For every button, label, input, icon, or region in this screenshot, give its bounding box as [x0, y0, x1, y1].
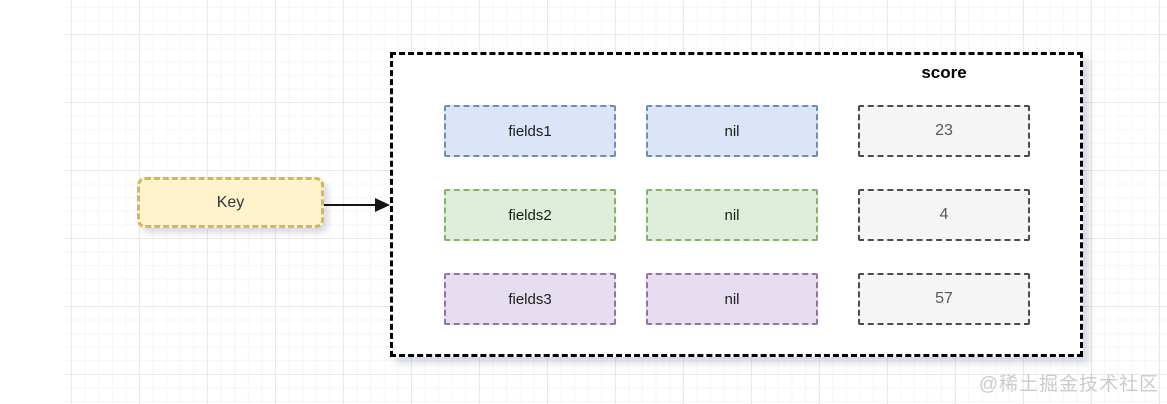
- field-label: fields1: [508, 122, 552, 140]
- value-node: nil: [646, 105, 818, 157]
- score-value: 23: [935, 122, 953, 139]
- sorted-set-container: score fields1 nil 23 fields2 nil 4 field…: [390, 52, 1083, 357]
- value-node: nil: [646, 189, 818, 241]
- field-label: fields2: [508, 206, 552, 224]
- juejin-watermark: @稀土掘金技术社区: [978, 374, 1159, 395]
- field-node: fields2: [444, 189, 616, 241]
- key-node: Key: [137, 177, 324, 228]
- key-label: Key: [216, 193, 245, 211]
- field-label: fields3: [508, 290, 552, 308]
- value-label: nil: [724, 122, 740, 140]
- field-node: fields1: [444, 105, 616, 157]
- field-node: fields3: [444, 273, 616, 325]
- score-node: 4: [858, 189, 1030, 241]
- score-value: 4: [939, 206, 949, 223]
- score-node: 57: [858, 273, 1030, 325]
- key-to-set-arrow: [324, 204, 377, 206]
- value-label: nil: [724, 290, 740, 308]
- value-node: nil: [646, 273, 818, 325]
- score-column-header: score: [921, 63, 967, 82]
- score-value: 57: [935, 290, 953, 307]
- value-label: nil: [724, 206, 740, 224]
- score-node: 23: [858, 105, 1030, 157]
- arrow-head-icon: [375, 198, 390, 212]
